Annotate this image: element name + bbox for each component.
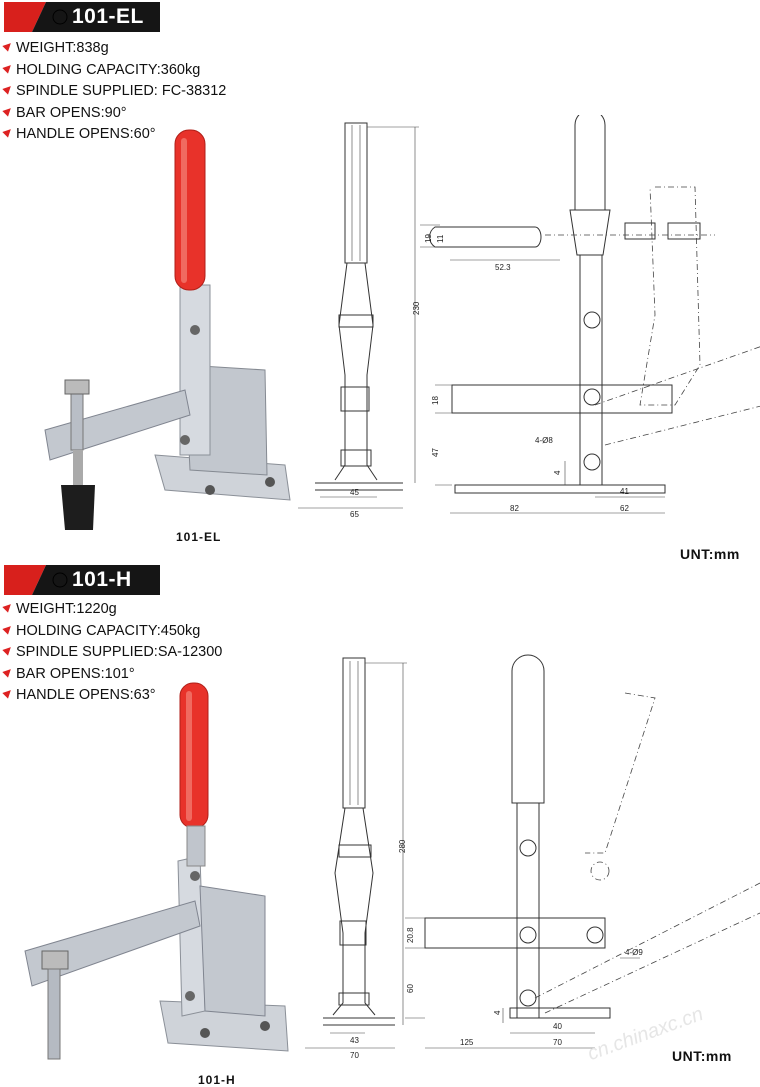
dim-label: 62 [620,504,629,513]
spec-item: HANDLE OPENS:63° [2,685,222,707]
red-arrow-icon [2,83,14,95]
dim-label: 47 [431,448,440,457]
dim-label: 11 [436,234,445,243]
dim-label: 4 [553,470,562,475]
red-arrow-icon [2,687,14,699]
spec-item: HOLDING CAPACITY:360kg [2,60,226,82]
photo-caption: 101-EL [176,530,222,544]
red-arrow-icon [2,40,14,52]
model-title: 101-EL [72,5,144,28]
dim-label: 18 [431,396,440,405]
dim-label: 52.3 [495,263,511,272]
front-view [305,657,407,1049]
red-arrow-icon [2,622,14,635]
red-arrow-icon [2,665,14,678]
technical-drawing: 230 45 65 19 1 [298,115,760,519]
dim-label: 230 [412,301,421,315]
spec-item: BAR OPENS:101° [2,664,222,686]
model-tag-bg [4,565,160,595]
dim-label: 280 [398,839,407,853]
spec-item: HOLDING CAPACITY:450kg [2,621,222,643]
dim-label: 125 [460,1038,474,1047]
dim-label: 4-Ø9 [625,948,643,957]
product-photo [24,682,289,1060]
dim-label: 4-Ø8 [535,436,553,445]
dim-label: 70 [553,1038,562,1047]
side-view [420,115,760,514]
spec-list: WEIGHT:1220g HOLDING CAPACITY:450kg SPIN… [2,599,222,707]
dim-label: 70 [350,1051,359,1060]
technical-drawing: 280 43 70 20.8 60 4 4-Ø9 40 125 70 [305,654,760,1060]
dim-label: 19 [424,234,433,243]
dim-label: 60 [406,984,415,993]
spec-item: SPINDLE SUPPLIED:SA-12300 [2,642,222,664]
product-section-101-h: 101-H WEIGHT:1220g HOLDING CAPACITY:450k… [0,563,760,1087]
red-arrow-icon [2,61,14,74]
spec-item: BAR OPENS:90° [2,103,226,125]
model-tag: 101-H [4,565,160,595]
red-arrow-icon [2,644,14,656]
dim-label: 65 [350,510,359,519]
red-arrow-icon [2,601,14,613]
dim-label: 43 [350,1036,359,1045]
dim-label: 41 [620,487,629,496]
spec-item: WEIGHT:1220g [2,599,222,621]
photo-caption: 101-H [198,1073,236,1087]
red-arrow-icon [2,126,14,138]
spec-list: WEIGHT:838g HOLDING CAPACITY:360kg SPIND… [2,38,226,146]
model-title: 101-H [72,568,132,591]
dim-label: 45 [350,488,359,497]
spec-item: WEIGHT:838g [2,38,226,60]
dim-label: 4 [493,1010,502,1015]
spec-item: HANDLE OPENS:60° [2,124,226,146]
unit-label: UNT:mm [672,1048,732,1064]
side-view [405,654,760,1049]
unit-label: UNT:mm [680,546,740,562]
model-tag-bg [4,2,160,32]
product-photo [44,129,291,530]
dim-label: 20.8 [406,927,415,943]
dim-label: 40 [553,1022,562,1031]
spec-item: SPINDLE SUPPLIED: FC-38312 [2,81,226,103]
product-section-101-el: 101-EL WEIGHT:838g HOLDING CAPACITY:360k… [2,2,760,562]
dim-label: 82 [510,504,519,513]
front-view [298,122,419,509]
red-arrow-icon [2,104,14,117]
model-tag: 101-EL [4,2,160,32]
